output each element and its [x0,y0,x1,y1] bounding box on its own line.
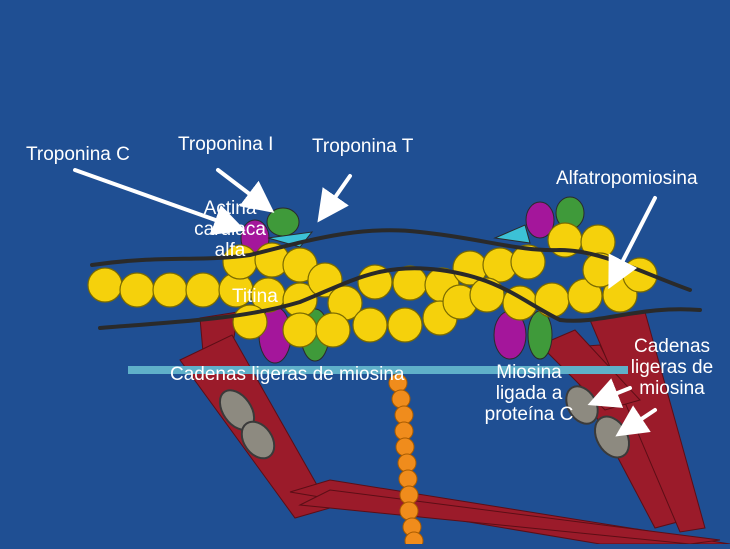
label-miosina-line-3: proteína C [474,404,584,425]
label-troponina-i: Troponina I [178,134,273,155]
label-miosina-line-1: Miosina [474,362,584,383]
label-cadenas-ligeras-right: Cadenas ligeras de miosina [622,336,722,399]
label-actina-cardiaca-alfa: Actina cardiaca alfa [190,198,270,261]
label-actina-line-2: cardiaca [190,219,270,240]
label-miosina-ligada-proteina-c: Miosina ligada a proteína C [474,362,584,425]
label-cadenas-line-2: ligeras de [622,357,722,378]
label-actina-line-1: Actina [190,198,270,219]
label-titina: Titina [232,286,278,307]
label-alfatropomiosina: Alfatropomiosina [556,168,698,189]
label-troponina-t: Troponina T [312,136,413,157]
label-miosina-line-2: ligada a [474,383,584,404]
label-cadenas-ligeras-center: Cadenas ligeras de miosina [170,364,404,385]
label-cadenas-line-3: miosina [622,378,722,399]
label-troponina-c: Troponina C [26,144,130,165]
actin-filament [88,223,657,347]
label-cadenas-line-1: Cadenas [622,336,722,357]
arrow-troponina-t [322,176,350,216]
label-actina-line-3: alfa [190,240,270,261]
titin-chain [389,374,423,544]
